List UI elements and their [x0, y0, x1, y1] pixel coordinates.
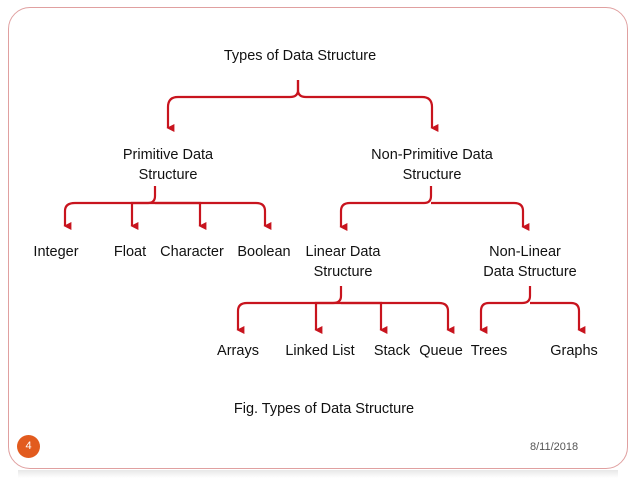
boolean-node-label: Boolean	[237, 244, 290, 260]
linear-node-label-line1: Linear Data	[306, 244, 382, 260]
character-node-label: Character	[160, 244, 224, 260]
connector-integer	[63, 186, 157, 230]
connector-nonlinear	[431, 201, 530, 231]
connector-root-nonprimitive	[296, 80, 439, 132]
linear-node-label-line2: Structure	[314, 264, 373, 280]
arrays-node-label: Arrays	[217, 343, 259, 359]
integer-node-label: Integer	[33, 244, 78, 260]
stack-node-label: Stack	[374, 343, 411, 359]
linked-list-node-label: Linked List	[285, 343, 354, 359]
non-primitive-node-label-line2: Structure	[403, 167, 462, 183]
connector-linked-list	[314, 301, 341, 334]
connector-root-primitive	[166, 80, 300, 132]
connector-float	[130, 201, 155, 230]
connector-boolean	[155, 201, 272, 230]
connector-lines	[63, 80, 586, 334]
slide-number-badge: 4	[17, 435, 40, 458]
slide-frame	[8, 7, 628, 469]
root-node-label: Types of Data Structure	[224, 48, 376, 64]
slide-shadow	[18, 470, 618, 478]
primitive-node-label-line1: Primitive Data	[123, 147, 214, 163]
node-labels: Types of Data Structure Primitive Data S…	[33, 48, 597, 417]
non-linear-node-label-line1: Non-Linear	[489, 244, 561, 260]
connector-trees	[479, 286, 532, 334]
graphs-node-label: Graphs	[550, 343, 598, 359]
trees-node-label: Trees	[471, 343, 508, 359]
connector-stack	[341, 301, 388, 334]
connector-arrays	[236, 286, 343, 334]
figure-caption: Fig. Types of Data Structure	[234, 401, 414, 417]
connector-character	[155, 201, 207, 230]
primitive-node-label-line2: Structure	[139, 167, 198, 183]
queue-node-label: Queue	[419, 343, 463, 359]
non-linear-node-label-line2: Data Structure	[483, 264, 577, 280]
connector-queue	[341, 301, 455, 334]
connector-graphs	[530, 301, 586, 334]
non-primitive-node-label-line1: Non-Primitive Data	[371, 147, 494, 163]
connector-linear	[339, 186, 433, 231]
float-node-label: Float	[114, 244, 146, 260]
slide-date: 8/11/2018	[530, 441, 579, 453]
